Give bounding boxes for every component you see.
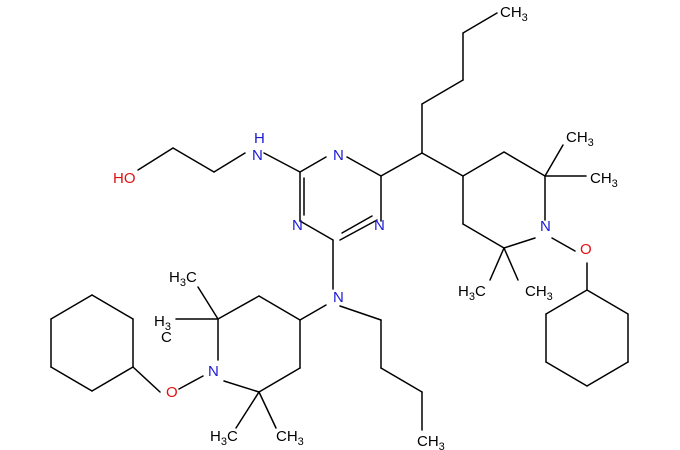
- bond: [380, 152, 423, 177]
- bond: [339, 305, 382, 321]
- bond: [586, 289, 629, 315]
- bond: [299, 304, 327, 321]
- atom-label-tri-n3: N: [374, 217, 385, 234]
- bond: [421, 152, 464, 177]
- bond: [503, 237, 536, 249]
- atom-label-pip1-n: N: [208, 363, 219, 380]
- bond: [178, 375, 204, 390]
- bond: [263, 152, 301, 173]
- bond: [299, 220, 334, 241]
- atom-label-pip1-o: O: [166, 384, 178, 401]
- atom-label-pip2-o: O: [580, 241, 592, 258]
- atom-label-pip2-n: N: [540, 218, 551, 235]
- bond: [489, 247, 505, 281]
- bond: [462, 12, 498, 34]
- bond: [91, 294, 134, 320]
- bond: [586, 361, 629, 387]
- bond: [137, 147, 174, 171]
- bond: [258, 367, 301, 393]
- bond: [223, 380, 260, 393]
- bond: [545, 361, 588, 387]
- bond: [197, 286, 219, 320]
- bond: [339, 219, 378, 241]
- atom-label-nh-n: N: [252, 147, 263, 164]
- bond: [213, 152, 246, 173]
- bond: [462, 223, 505, 249]
- atom-label-amine-n: N: [333, 289, 344, 306]
- bond: [258, 391, 277, 429]
- bond: [341, 215, 373, 234]
- bond: [346, 156, 382, 177]
- atom-label-pip2-ch3-b: CH3: [590, 170, 618, 190]
- atom-label-pip1-ch3-c: H3C: [210, 428, 238, 448]
- bond: [380, 367, 423, 393]
- atom-label-oh: HO: [113, 170, 136, 187]
- atom-label-butyl-ch3: CH3: [417, 433, 445, 450]
- bond: [462, 151, 505, 177]
- atom-label-nh-h: H: [254, 130, 265, 147]
- bond: [551, 237, 576, 252]
- bond: [544, 144, 564, 177]
- bond: [258, 295, 301, 321]
- bond: [172, 147, 215, 173]
- bond: [545, 289, 588, 315]
- atom-label-pip2-ch3-c: H3C: [458, 283, 486, 303]
- atom-label-pip2-ch3-a: CH3: [566, 129, 594, 149]
- bond: [299, 156, 327, 173]
- atom-label-pip2-ch3-d: CH3: [525, 283, 553, 303]
- atom-label-pip1-ch3-b-h: H3: [154, 313, 171, 333]
- atom-label-ch3-top: CH3: [500, 4, 528, 24]
- atom-label-pip1-ch3-d: CH3: [276, 428, 304, 448]
- bond: [132, 366, 161, 393]
- bond-lines: [50, 12, 629, 431]
- atom-label-pip1-ch3-a: H3C: [169, 269, 197, 289]
- bond: [503, 151, 546, 177]
- atom-label-tri-n2: N: [292, 217, 303, 234]
- atom-label-pip1-ch3-b-c: C: [161, 329, 172, 346]
- bond: [91, 366, 134, 392]
- bond: [217, 295, 260, 320]
- atom-label-tri-n1: N: [333, 147, 344, 164]
- bond: [235, 391, 260, 429]
- bond: [50, 366, 93, 392]
- bond: [503, 247, 519, 281]
- bond: [421, 79, 464, 105]
- bond: [50, 294, 93, 320]
